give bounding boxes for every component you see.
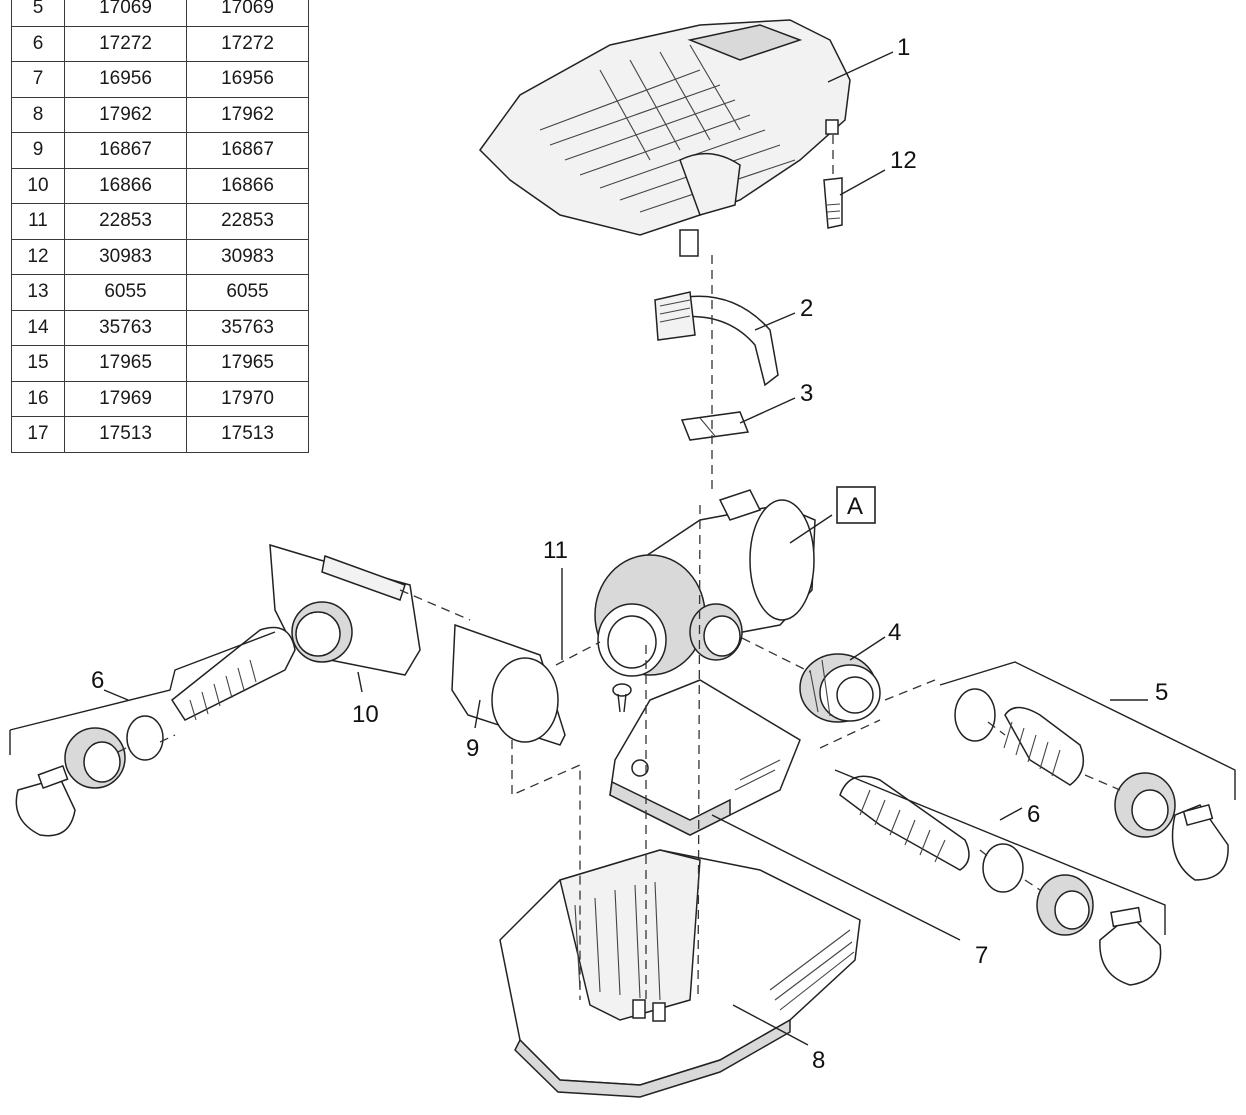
part-10-side-panel bbox=[269, 543, 421, 676]
part-number-cell: 16867 bbox=[64, 132, 187, 169]
callout-6-right: 6 bbox=[1027, 801, 1040, 828]
position-number-cell: 8 bbox=[11, 96, 65, 133]
callout-7: 7 bbox=[975, 942, 988, 969]
position-number-cell: 14 bbox=[11, 309, 65, 346]
kit-bracket-left-6 bbox=[9, 631, 276, 755]
part-3-clip bbox=[680, 411, 750, 441]
callout-6-left: 6 bbox=[91, 667, 104, 694]
position-number-cell: 9 bbox=[11, 132, 65, 169]
position-number-cell: 5 bbox=[11, 0, 65, 27]
part-number-cell: 22853 bbox=[64, 203, 187, 240]
part-number-cell: 17069 bbox=[64, 0, 187, 27]
part-number-cell: 22853 bbox=[186, 203, 309, 240]
assembly-lines bbox=[117, 135, 1121, 1001]
part-number-cell: 17962 bbox=[186, 96, 309, 133]
position-number-cell: 7 bbox=[11, 61, 65, 98]
part-number-cell: 17969 bbox=[64, 380, 187, 417]
part-6-left-hose-set bbox=[15, 626, 296, 837]
leader-lines bbox=[103, 51, 1148, 1046]
part-number-cell: 30983 bbox=[186, 238, 309, 275]
part-number-cell: 17272 bbox=[64, 25, 187, 62]
part-11-screw bbox=[612, 683, 632, 713]
callout-1: 1 bbox=[897, 34, 910, 61]
position-number-cell: 11 bbox=[11, 203, 65, 240]
callout-12: 12 bbox=[890, 147, 917, 174]
kit-bracket-right-6 bbox=[834, 769, 1166, 935]
callout-5: 5 bbox=[1155, 679, 1168, 706]
callout-A: A bbox=[847, 493, 863, 520]
part-1-top-cover bbox=[479, 19, 851, 257]
position-number-cell: 15 bbox=[11, 345, 65, 382]
callout-9: 9 bbox=[466, 735, 479, 762]
callout-11: 11 bbox=[543, 537, 568, 564]
part-number-cell: 17513 bbox=[186, 416, 309, 453]
part-4-union-nut bbox=[799, 653, 881, 723]
part-number-cell: 35763 bbox=[186, 309, 309, 346]
part-7-base-mount bbox=[609, 679, 801, 836]
position-number-cell: 12 bbox=[11, 238, 65, 275]
callout-2: 2 bbox=[800, 295, 813, 322]
position-number-cell: 17 bbox=[11, 416, 65, 453]
position-number-cell: 6 bbox=[11, 25, 65, 62]
part-number-cell: 16867 bbox=[186, 132, 309, 169]
callout-3: 3 bbox=[800, 380, 813, 407]
position-number-cell: 10 bbox=[11, 167, 65, 204]
part-number-cell: 17962 bbox=[64, 96, 187, 133]
part-5-right-hose-set bbox=[954, 688, 1229, 881]
part-number-cell: 35763 bbox=[64, 309, 187, 346]
callout-8: 8 bbox=[812, 1047, 825, 1074]
kit-bracket-right-5 bbox=[939, 661, 1236, 800]
position-number-cell: 16 bbox=[11, 380, 65, 417]
callout-10: 10 bbox=[352, 701, 379, 728]
callout-A-box bbox=[836, 486, 876, 524]
part-number-cell: 17513 bbox=[64, 416, 187, 453]
part-8-bottom-housing bbox=[499, 849, 861, 1098]
part-number-cell: 17970 bbox=[186, 380, 309, 417]
part-number-cell: 30983 bbox=[64, 238, 187, 275]
part-number-cell: 6055 bbox=[186, 274, 309, 311]
part-A-pump-body bbox=[594, 489, 816, 677]
part-number-cell: 17965 bbox=[186, 345, 309, 382]
part-2-shield bbox=[654, 291, 779, 387]
part-12-clip bbox=[823, 177, 843, 229]
part-9-gasket bbox=[451, 623, 566, 746]
position-number-cell: 13 bbox=[11, 274, 65, 311]
callout-4: 4 bbox=[888, 619, 901, 646]
part-6-right-hose-set bbox=[839, 775, 1162, 986]
